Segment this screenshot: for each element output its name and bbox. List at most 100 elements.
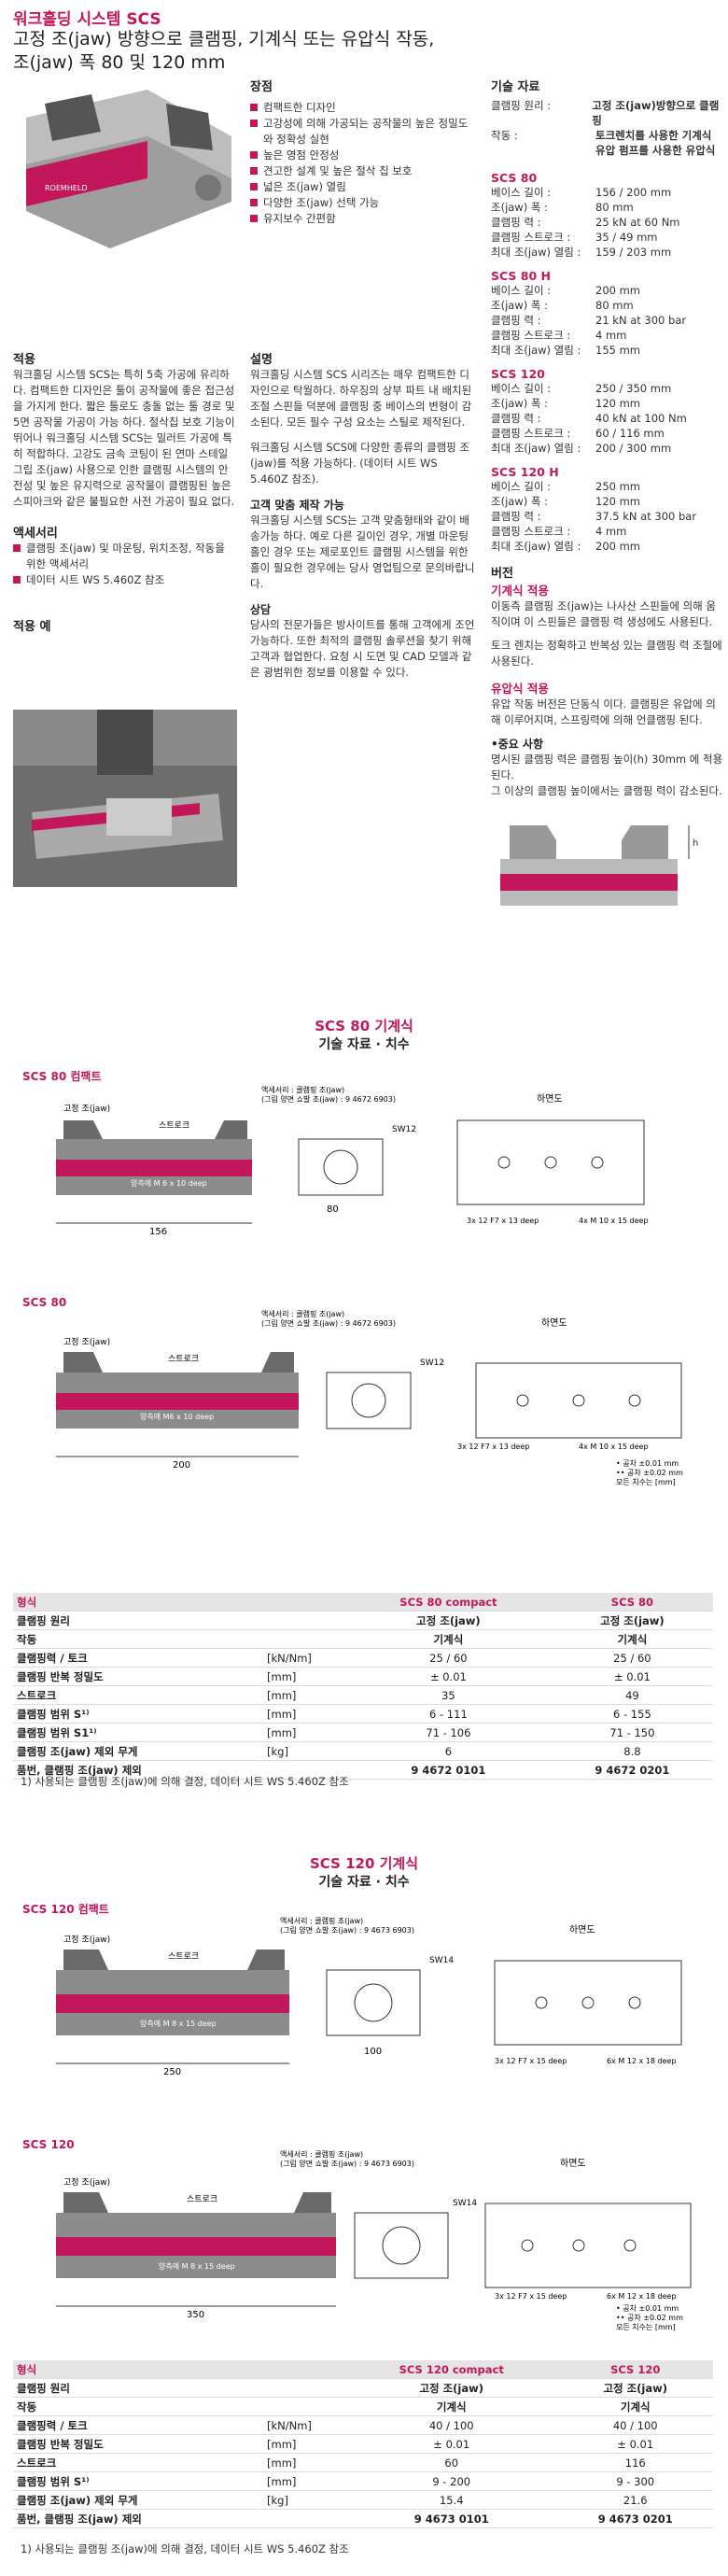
table-cell: 품번, 클램핑 조(jaw) 제외: [13, 1760, 263, 1780]
tech-block-value: 80 mm: [595, 201, 634, 214]
table-cell: [kg]: [263, 2490, 345, 2510]
table-row: 클램핑 반복 정밀도[mm]± 0.01± 0.01: [13, 1667, 713, 1686]
tech-block-row: 최대 조(jaw) 열림 :155 mm: [491, 343, 724, 358]
hydraulic-product-photo: h: [500, 825, 698, 906]
table-header-cell: SCS 120: [557, 2360, 713, 2379]
table-cell: [mm]: [263, 1723, 345, 1742]
tech-key: 클램핑 원리 :: [491, 99, 552, 112]
table-cell: 71 - 106: [345, 1723, 552, 1742]
sec80-title: SCS 80 기계식: [315, 1018, 413, 1035]
tech-block-key: 조(jaw) 폭 :: [491, 201, 548, 214]
fixed-jaw-label-120: 고정 조(jaw): [63, 2177, 110, 2188]
sec80-compact-drawing: 156 SW12 고정 조(jaw) 스트로크 양측에 M 6 x 10 dee…: [56, 1085, 649, 1237]
subtitle-line-1: 고정 조(jaw) 방향으로 클램핑, 기계식 또는 유압식 작동,: [13, 29, 435, 49]
table-cell: [mm]: [263, 2471, 345, 2491]
table-cell: 6 - 111: [345, 1704, 552, 1724]
sec120-drawing1-label: SCS 120 컴팩트: [22, 1903, 109, 1916]
feature-item: 넓은 조(jaw) 열림: [250, 179, 474, 195]
tech-block-row: 베이스 길이 :200 mm: [491, 283, 724, 298]
table-cell: ± 0.01: [551, 1667, 713, 1686]
tech-block-key: 조(jaw) 폭 :: [491, 495, 548, 508]
table-cell: 40 / 100: [557, 2415, 713, 2435]
fixed-jaw-label-120c: 고정 조(jaw): [63, 1935, 110, 1945]
table-cell: [mm]: [263, 2434, 345, 2454]
svg-text:h: h: [693, 838, 698, 849]
table-header-cell: [263, 1593, 345, 1612]
table-cell: ± 0.01: [345, 1667, 552, 1686]
tech-block-value: 200 mm: [595, 540, 641, 553]
sec120-compact-drawing: 250 SW14 고정 조(jaw) 스트로크 양측에 M 8 x 15 dee…: [56, 1916, 682, 2077]
table-cell: 35: [345, 1685, 552, 1705]
bottom-view-label-120c: 하면도: [569, 1923, 595, 1936]
dim-80-80c: 80: [327, 1204, 339, 1215]
table-cell: [mm]: [263, 2453, 345, 2472]
tech-block-value: 35 / 49 mm: [595, 231, 658, 244]
version-sub1: 기계식 적용: [491, 584, 549, 598]
table-cell: 6 - 155: [551, 1704, 713, 1724]
hole-label-120: 3x 12 F7 x 15 deep: [495, 2292, 567, 2301]
acc2-label-120: (그림 양면 쇼발 조(jaw) : 9 4673 6903): [280, 2159, 414, 2168]
design-section: 설명 워크홀딩 시스템 SCS 시리즈는 매우 컴팩트한 디자인으로 탁월하다.…: [250, 349, 479, 681]
table-cell: 클램핑력 / 토크: [13, 2415, 263, 2435]
hole-label-120c: 3x 12 F7 x 15 deep: [495, 2057, 567, 2065]
tech-block-key: 클램핑 스트로크 :: [491, 231, 571, 244]
table-cell: 고정 조(jaw): [345, 2378, 558, 2398]
tech-row: 작동 :토크렌치를 사용한 기계식: [491, 128, 724, 143]
tech-block-key: 클램핑 스트로크 :: [491, 329, 571, 342]
acc2-label-120c: (그림 양면 쇼발 조(jaw) : 9 4673 6903): [280, 1925, 414, 1935]
tech-value: 고정 조(jaw)방향으로 클램핑: [592, 99, 720, 127]
table-header-cell: SCS 80 compact: [345, 1593, 552, 1612]
table-cell: ± 0.01: [557, 2434, 713, 2454]
tech-block-key: 클램핑 력 :: [491, 314, 541, 327]
table-cell: 25 / 60: [551, 1648, 713, 1668]
version-sub2: 유압식 적용: [491, 682, 549, 696]
thread-label-80: 양측에 M6 x 10 deep: [140, 1413, 214, 1421]
thread-label-120c: 양측에 M 8 x 15 deep: [140, 2020, 217, 2028]
table-cell: 116: [557, 2453, 713, 2472]
table-cell: 스트로크: [13, 2453, 263, 2472]
tech-block-key: 베이스 길이 :: [491, 284, 552, 297]
fixed-jaw-label-80c: 고정 조(jaw): [63, 1104, 110, 1114]
sw-label-120: SW14: [453, 2199, 477, 2208]
tech-block-value: 4 mm: [595, 525, 627, 538]
tech-block-value: 159 / 203 mm: [595, 246, 672, 259]
tech-block-row: 최대 조(jaw) 열림 :159 / 203 mm: [491, 245, 724, 260]
acc2-label-80c: (그림 양면 쇼발 조(jaw) : 9 4672 6903): [261, 1094, 396, 1104]
table-cell: 기계식: [345, 1629, 552, 1649]
version-section: 버전 기계식 적용 이동측 클램핑 조(jaw)는 나사산 스핀들에 의해 움직…: [491, 563, 724, 799]
tech-row: 클램핑 원리 : 고정 조(jaw)방향으로 클램핑: [491, 98, 724, 128]
table-cell: 6: [345, 1741, 552, 1761]
tech-block-key: 조(jaw) 폭 :: [491, 299, 548, 312]
subtitle-line-2: 조(jaw) 폭 80 및 120 mm: [13, 52, 226, 73]
tech-block-title: SCS 120: [491, 367, 545, 381]
table-cell: [263, 1611, 345, 1630]
sw-label-120c: SW14: [429, 1956, 454, 1965]
feature-item: 유지보수 간편함: [250, 211, 474, 227]
tech-block-row: 조(jaw) 폭 : 80 mm: [491, 200, 724, 215]
hole2-label-120: 6x M 12 x 18 deep: [607, 2292, 677, 2301]
table-cell: 클램핑 반복 정밀도: [13, 1667, 263, 1686]
tol3-label-120: 모든 치수는 [mm]: [616, 2323, 676, 2331]
dim-250: 250: [163, 2067, 181, 2077]
tech-block-row: 최대 조(jaw) 열림 :200 mm: [491, 539, 724, 554]
thread-label-80c: 양측에 M 6 x 10 deep: [131, 1179, 207, 1188]
sw-label-80c: SW12: [392, 1125, 416, 1134]
tech-key: [491, 143, 595, 158]
version-note-head: •중요 사항: [491, 738, 544, 751]
table-cell: [kN/Nm]: [263, 2415, 345, 2435]
table-header-cell: SCS 80: [551, 1593, 713, 1612]
table-cell: 클램핑 원리: [13, 1611, 263, 1630]
